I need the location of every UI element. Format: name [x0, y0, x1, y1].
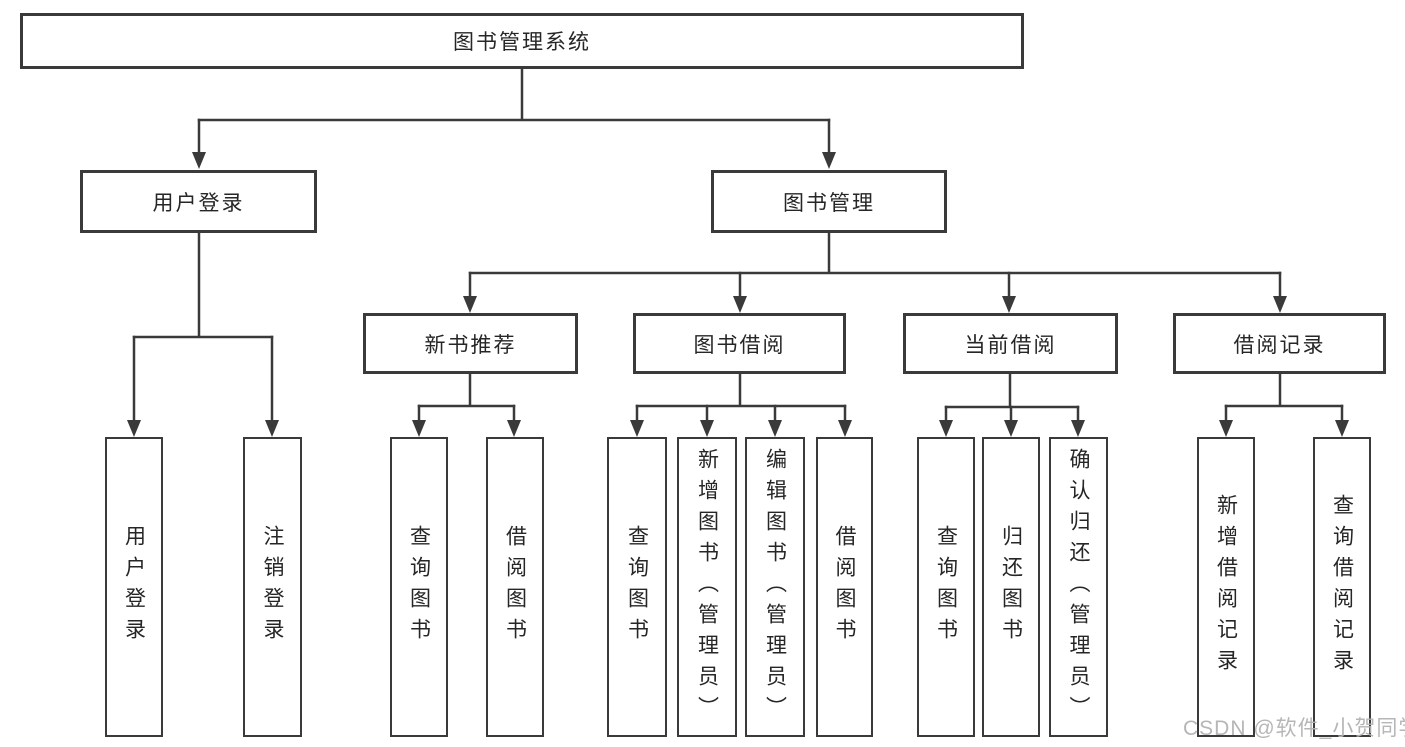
leaf-logout: 注销登录 — [243, 437, 302, 737]
leaf-add-borrow-record: 新增借阅记录 — [1197, 437, 1255, 737]
node-book-borrow: 图书借阅 — [633, 313, 846, 374]
leaf-borrow-books-label: 借阅图书 — [833, 525, 856, 649]
leaf-add-borrow-record-label: 新增借阅记录 — [1214, 494, 1238, 680]
leaf-return-book-label: 归还图书 — [999, 525, 1023, 649]
leaf-borrow-books: 借阅图书 — [816, 437, 873, 737]
leaf-query-books-current-label: 查询图书 — [934, 525, 958, 649]
node-borrow-records: 借阅记录 — [1173, 313, 1386, 374]
leaf-user-login: 用户登录 — [105, 437, 163, 737]
leaf-borrow-books-recommend-label: 借阅图书 — [503, 525, 527, 649]
leaf-query-books-recommend-label: 查询图书 — [407, 525, 431, 649]
node-current-borrow: 当前借阅 — [903, 313, 1118, 374]
leaf-confirm-return-admin-label: 确认归还（管理员） — [1067, 447, 1090, 727]
leaf-edit-book-admin: 编辑图书（管理员） — [745, 437, 805, 737]
leaf-edit-book-admin-label: 编辑图书（管理员） — [763, 447, 787, 727]
csdn-watermark: CSDN @软件_小贺同学 — [1183, 717, 1405, 740]
leaf-user-login-label: 用户登录 — [122, 525, 146, 649]
leaf-add-book-admin-label: 新增图书（管理员） — [695, 447, 719, 727]
leaf-query-books-recommend: 查询图书 — [390, 437, 448, 737]
leaf-confirm-return-admin: 确认归还（管理员） — [1049, 437, 1108, 737]
leaf-borrow-books-recommend: 借阅图书 — [486, 437, 544, 737]
leaf-query-books-borrow: 查询图书 — [607, 437, 667, 737]
node-root: 图书管理系统 — [20, 13, 1024, 69]
leaf-return-book: 归还图书 — [982, 437, 1040, 737]
node-new-book-recommend: 新书推荐 — [363, 313, 578, 374]
node-book-management: 图书管理 — [711, 170, 947, 233]
leaf-query-borrow-record: 查询借阅记录 — [1313, 437, 1371, 737]
leaf-add-book-admin: 新增图书（管理员） — [677, 437, 737, 737]
leaf-query-books-borrow-label: 查询图书 — [625, 525, 649, 649]
leaf-query-borrow-record-label: 查询借阅记录 — [1330, 494, 1354, 680]
leaf-query-books-current: 查询图书 — [917, 437, 975, 737]
leaf-logout-label: 注销登录 — [261, 525, 284, 649]
node-user-login: 用户登录 — [80, 170, 317, 233]
